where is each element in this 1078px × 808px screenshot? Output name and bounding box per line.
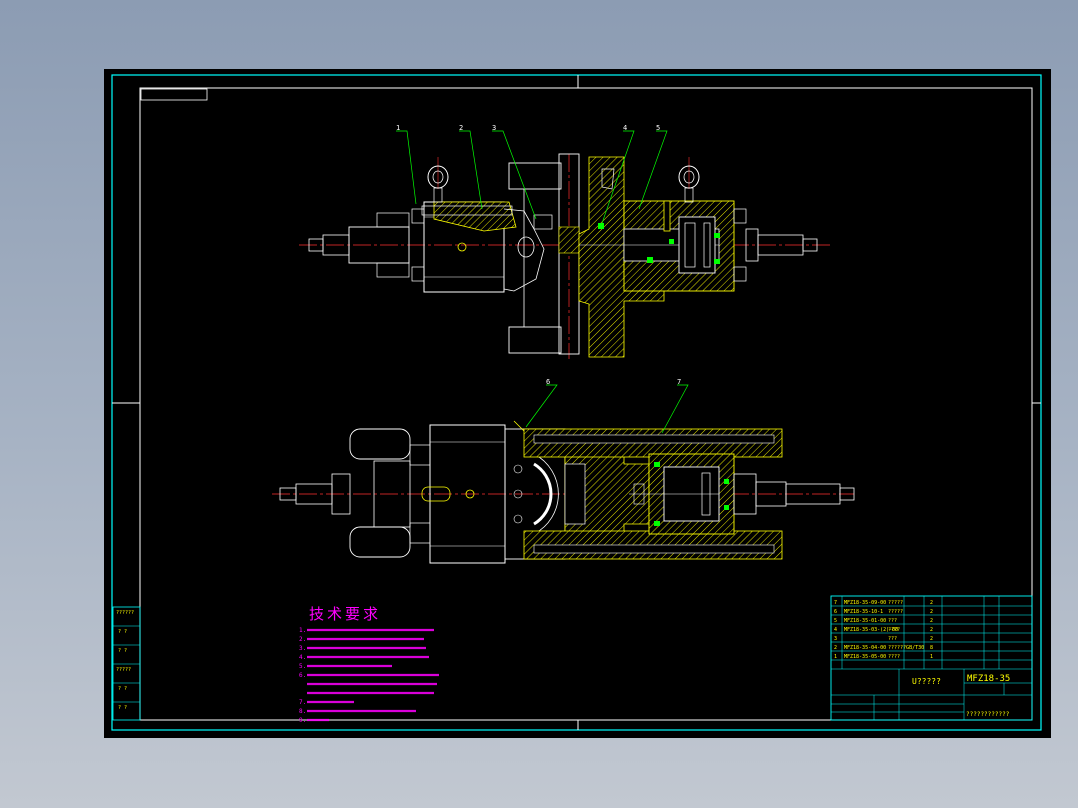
tech-requirements-title: 技术要求 <box>309 605 381 623</box>
bom-qty: 2 <box>930 609 933 615</box>
bom-no: 5 <box>834 618 837 624</box>
bom-name: ????? <box>888 600 903 606</box>
bom-qty: 1 <box>930 654 933 660</box>
side-table-cell: ? ? <box>118 648 127 654</box>
bom-no: 4 <box>834 627 837 633</box>
drawing-number: MFZ18-35 <box>967 674 1010 684</box>
callout-label: 6 <box>546 378 550 386</box>
bom-qty: 2 <box>930 600 933 606</box>
bom-name: ??? <box>888 636 897 642</box>
tech-requirements: 技术要求 1. 2. 3. 4. 5. 6. 7. 8. 9. <box>299 605 439 724</box>
seal-ring <box>669 239 674 244</box>
bom-no: 7 <box>834 600 837 606</box>
cad-drawing: ?????? ? ? ? ? ????? ? ? ? ? <box>111 74 1042 731</box>
body-upper-flange <box>508 162 562 190</box>
bom-name: ??? <box>888 618 897 624</box>
bom-qty: 8 <box>930 645 933 651</box>
bom-name: ???? <box>888 654 900 660</box>
tech-requirement-line: 8. <box>299 708 306 715</box>
body-lower-flange <box>508 326 562 354</box>
sheet-frames <box>111 74 1042 731</box>
seal-ring <box>724 479 729 484</box>
bom-no: 1 <box>834 654 837 660</box>
bom-code: MFZ18-35-10-1 <box>844 609 883 615</box>
tech-requirement-line: 6. <box>299 672 306 679</box>
tech-requirement-line: 1. <box>299 627 306 634</box>
bom-no: 6 <box>834 609 837 615</box>
bottom-view <box>272 420 855 564</box>
seal-ring <box>714 259 720 264</box>
bom-no: 3 <box>834 636 837 642</box>
bom-qty: 2 <box>930 618 933 624</box>
bom-no: 2 <box>834 645 837 651</box>
side-table-cell: ?????? <box>116 610 134 616</box>
company-name: ???????????? <box>966 711 1010 718</box>
seal-ring <box>647 257 653 263</box>
bom-code: MFZ18-35-03-(2)-00 <box>844 627 898 633</box>
drawing-sheet: ?????? ? ? ? ? ????? ? ? ? ? <box>104 69 1051 738</box>
side-table-cell: ? ? <box>118 629 127 635</box>
callout-label: 7 <box>677 378 681 386</box>
bom-qty: 2 <box>930 636 933 642</box>
callout-label: 4 <box>623 124 627 132</box>
bom-qty: 2 <box>930 627 933 633</box>
callout-label: 1 <box>396 124 400 132</box>
tech-requirement-line: 9. <box>299 717 306 724</box>
top-view <box>299 153 832 359</box>
tech-requirement-line: 5. <box>299 663 306 670</box>
tech-requirement-line: 3. <box>299 645 306 652</box>
callouts: 1 2 3 4 5 6 7 <box>396 124 689 434</box>
side-table-cell: ? ? <box>118 686 127 692</box>
seal-ring <box>714 233 720 238</box>
title-block: 7 MFZ18-35-09-00 ????? 2 6 MFZ18-35-10-1… <box>830 595 1033 721</box>
bom-name: ??????GB/T30 <box>888 645 924 651</box>
outer-frame <box>111 74 1042 731</box>
bom-code: MFZ18-35-05-00 <box>844 654 886 660</box>
seal-ring <box>654 521 660 526</box>
seal-ring <box>724 505 729 510</box>
callout-label: 3 <box>492 124 496 132</box>
side-table: ?????? ? ? ? ? ????? ? ? ? ? <box>112 606 141 721</box>
seal-ring <box>654 462 660 467</box>
corner-label-box <box>140 88 208 101</box>
bom-code: MFZ18-35-09-00 <box>844 600 886 606</box>
tech-requirement-line: 4. <box>299 654 306 661</box>
bom-code: MFZ18-35-04-00 <box>844 645 886 651</box>
bom-name: ????? <box>888 609 903 615</box>
side-table-cell: ? ? <box>118 705 127 711</box>
side-table-cell: ????? <box>116 667 131 673</box>
callout-label: 2 <box>459 124 463 132</box>
bom-code: MFZ18-35-01-00 <box>844 618 886 624</box>
callout-label: 5 <box>656 124 660 132</box>
product-name: U????? <box>912 677 941 686</box>
bom-name: ???? <box>888 627 900 633</box>
tech-requirement-line: 7. <box>299 699 306 706</box>
inner-frame <box>139 87 1033 721</box>
tech-requirement-line: 2. <box>299 636 306 643</box>
